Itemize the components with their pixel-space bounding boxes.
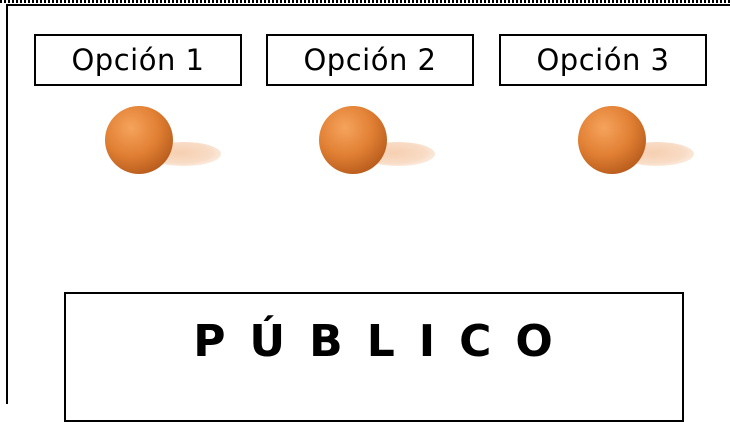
ball-1 — [105, 106, 225, 178]
audience-box: PÚBLICO — [64, 292, 684, 422]
ball-sphere-2 — [319, 106, 387, 174]
audience-label: PÚBLICO — [193, 316, 577, 367]
option-box-2: Opción 2 — [266, 34, 474, 86]
ball-2 — [319, 106, 439, 178]
option-label-1: Opción 1 — [71, 43, 205, 77]
ball-sphere-3 — [578, 106, 646, 174]
option-box-3: Opción 3 — [499, 34, 707, 86]
ball-3 — [578, 106, 698, 178]
option-label-3: Opción 3 — [536, 43, 670, 77]
ball-sphere-1 — [105, 106, 173, 174]
option-box-1: Opción 1 — [34, 34, 242, 86]
top-dotted-border — [0, 0, 730, 3]
option-label-2: Opción 2 — [303, 43, 437, 77]
diagram-frame — [6, 4, 730, 404]
